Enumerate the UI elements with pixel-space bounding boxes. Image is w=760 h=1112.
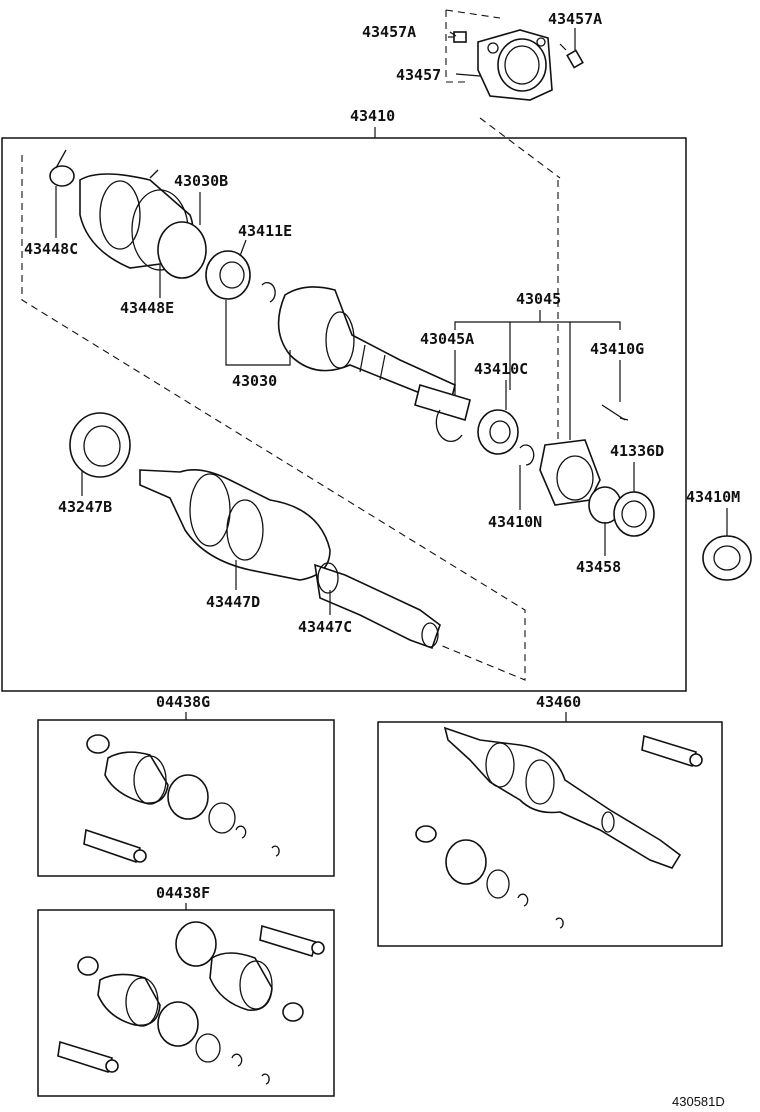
kit-f-boot-left	[97, 973, 161, 1027]
bearing-cap-43045	[539, 439, 601, 506]
label-41336D: 41336D	[610, 442, 664, 460]
kit-f-ring	[195, 1033, 221, 1063]
kit-g-clamp	[86, 734, 110, 754]
kit-g-band	[167, 774, 209, 820]
label-43457A-right: 43457A	[548, 10, 602, 28]
bearing-43410C	[477, 409, 519, 455]
label-43045: 43045	[516, 290, 561, 308]
label-43247B: 43247B	[58, 498, 112, 516]
label-43457A-left: 43457A	[362, 23, 416, 41]
clamp-43448C	[49, 149, 75, 187]
drive-shaft-assembly-43460	[443, 726, 682, 869]
bolt-43457A-right	[559, 43, 584, 69]
kit-f-band-top	[175, 921, 217, 967]
drawing-code: 430581D	[672, 1094, 725, 1109]
shaft-43447C	[314, 562, 441, 650]
bracket-dash-outline	[445, 9, 501, 83]
label-43447C: 43447C	[298, 618, 352, 636]
inner-guide-dash	[21, 155, 526, 681]
assy-band	[445, 839, 487, 885]
label-43030B: 43030B	[174, 172, 228, 190]
bolt-43457A-left	[448, 31, 467, 43]
label-43447D: 43447D	[206, 593, 260, 611]
kit-g-grease-tube	[83, 828, 147, 864]
kit-f-grease-tube-top	[259, 924, 325, 958]
bearing-bracket-43457	[477, 29, 553, 101]
shaft-43045A	[414, 383, 471, 442]
kit-g-ring	[208, 802, 236, 834]
ring-43411E	[205, 250, 251, 300]
label-43030: 43030	[232, 372, 277, 390]
label-43458: 43458	[576, 558, 621, 576]
assy-clamp	[415, 825, 437, 843]
assy-clip	[555, 917, 564, 929]
label-43410: 43410	[350, 107, 395, 125]
label-43045A: 43045A	[420, 330, 474, 348]
outer-joint-43030	[277, 286, 456, 407]
kit-f-clamp-left	[77, 956, 99, 976]
kit-f-band-mid	[157, 1001, 199, 1047]
kit-f-snap	[231, 1053, 243, 1067]
label-43410C: 43410C	[474, 360, 528, 378]
kit-f-clip	[261, 1073, 270, 1085]
assembly-box-43460	[377, 721, 723, 947]
label-43410M: 43410M	[686, 488, 740, 506]
bracket-leader-dash	[479, 117, 561, 179]
label-43460: 43460	[536, 693, 581, 711]
seal-41336D	[613, 491, 655, 537]
assembly-box-43410	[1, 137, 687, 692]
label-43411E: 43411E	[238, 222, 292, 240]
kit-f-clamp-right	[282, 1002, 304, 1022]
clamp-43448E	[157, 221, 207, 279]
assy-grease-tube	[641, 734, 703, 768]
label-43457: 43457	[396, 66, 441, 84]
kit-f-grease-tube-bottom	[57, 1040, 119, 1074]
label-43448C: 43448C	[24, 240, 78, 258]
assy-ring	[486, 869, 510, 899]
kit-f-boot-right	[209, 952, 273, 1011]
label-43448E: 43448E	[120, 299, 174, 317]
snap-ring-43410N	[519, 444, 535, 466]
label-04438G: 04438G	[156, 693, 210, 711]
snap-ring-small	[261, 282, 276, 303]
kit-g-snap	[235, 825, 247, 839]
kit-g-clip	[271, 845, 280, 857]
inner-joint-boot-43447D	[139, 469, 331, 581]
pin-43410G	[601, 404, 629, 421]
label-43410G: 43410G	[590, 340, 644, 358]
assy-snap	[517, 893, 529, 907]
label-43410N: 43410N	[488, 513, 542, 531]
seal-43410M	[702, 535, 752, 581]
label-04438F: 04438F	[156, 884, 210, 902]
kit-g-boot	[104, 751, 169, 805]
dust-cover-43247B	[69, 412, 131, 478]
